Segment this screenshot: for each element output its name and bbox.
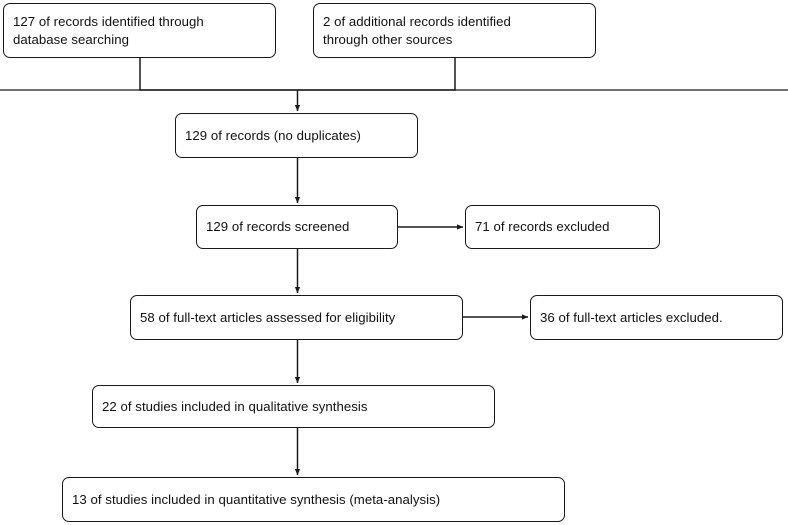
node-records-no-duplicates-label: 129 of records (no duplicates) xyxy=(185,127,361,143)
node-records-excluded-label: 71 of records excluded xyxy=(475,219,610,235)
node-identified-other-sources-label: 2 of additional records identified throu… xyxy=(323,14,511,47)
node-records-screened: 129 of records screened xyxy=(196,205,398,249)
node-qualitative-synthesis: 22 of studies included in qualitative sy… xyxy=(92,385,495,428)
node-fulltext-excluded: 36 of full-text articles excluded. xyxy=(530,295,783,340)
node-fulltext-assessed-label: 58 of full-text articles assessed for el… xyxy=(140,309,396,325)
connector-merge-to-no-duplicates xyxy=(0,58,788,112)
node-identified-database: 127 of records identified through databa… xyxy=(3,3,276,58)
node-records-excluded: 71 of records excluded xyxy=(465,205,660,249)
node-records-no-duplicates: 129 of records (no duplicates) xyxy=(175,113,418,158)
node-qualitative-synthesis-label: 22 of studies included in qualitative sy… xyxy=(102,398,368,414)
node-quantitative-synthesis: 13 of studies included in quantitative s… xyxy=(62,477,565,522)
node-fulltext-assessed: 58 of full-text articles assessed for el… xyxy=(130,295,463,340)
node-records-screened-label: 129 of records screened xyxy=(206,219,350,235)
node-identified-database-label: 127 of records identified through databa… xyxy=(13,14,204,47)
node-fulltext-excluded-label: 36 of full-text articles excluded. xyxy=(540,309,723,325)
node-quantitative-synthesis-label: 13 of studies included in quantitative s… xyxy=(72,491,441,507)
node-identified-other-sources: 2 of additional records identified throu… xyxy=(313,3,596,58)
